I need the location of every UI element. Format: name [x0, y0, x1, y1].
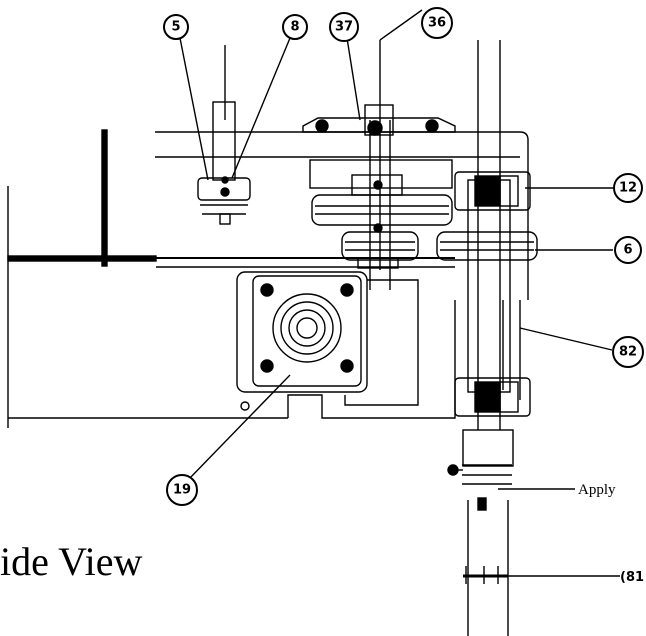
vertical-post	[101, 129, 108, 267]
balloon-82	[612, 336, 644, 368]
apply-note: Apply	[578, 482, 616, 498]
balloon-label-82: 82	[619, 345, 637, 360]
balloon-12	[613, 173, 643, 203]
balloon-label-8: 8	[290, 20, 299, 35]
balloon-8	[282, 14, 308, 40]
balloon-label-6: 6	[623, 243, 632, 258]
bearing-lower	[454, 377, 531, 417]
pulley-center	[311, 194, 453, 226]
mounting-plate	[7, 255, 157, 262]
balloon-label-37: 37	[335, 20, 353, 35]
balloon-6	[614, 236, 642, 264]
view-title: ide View	[0, 539, 143, 584]
balloon-label-5: 5	[171, 20, 180, 35]
pulley-right	[436, 231, 538, 261]
balloon-19	[166, 474, 198, 506]
right-shaft	[477, 40, 501, 430]
balloon-label-19: 19	[173, 483, 191, 498]
balloon-36	[421, 7, 453, 39]
motor-face	[252, 275, 362, 387]
balloon-5	[163, 14, 189, 40]
bearing-upper	[454, 171, 531, 211]
partial-balloon-81: (81	[620, 570, 644, 585]
balloon-37	[329, 12, 359, 42]
balloon-label-12: 12	[619, 181, 637, 196]
balloon-label-36: 36	[428, 16, 446, 31]
